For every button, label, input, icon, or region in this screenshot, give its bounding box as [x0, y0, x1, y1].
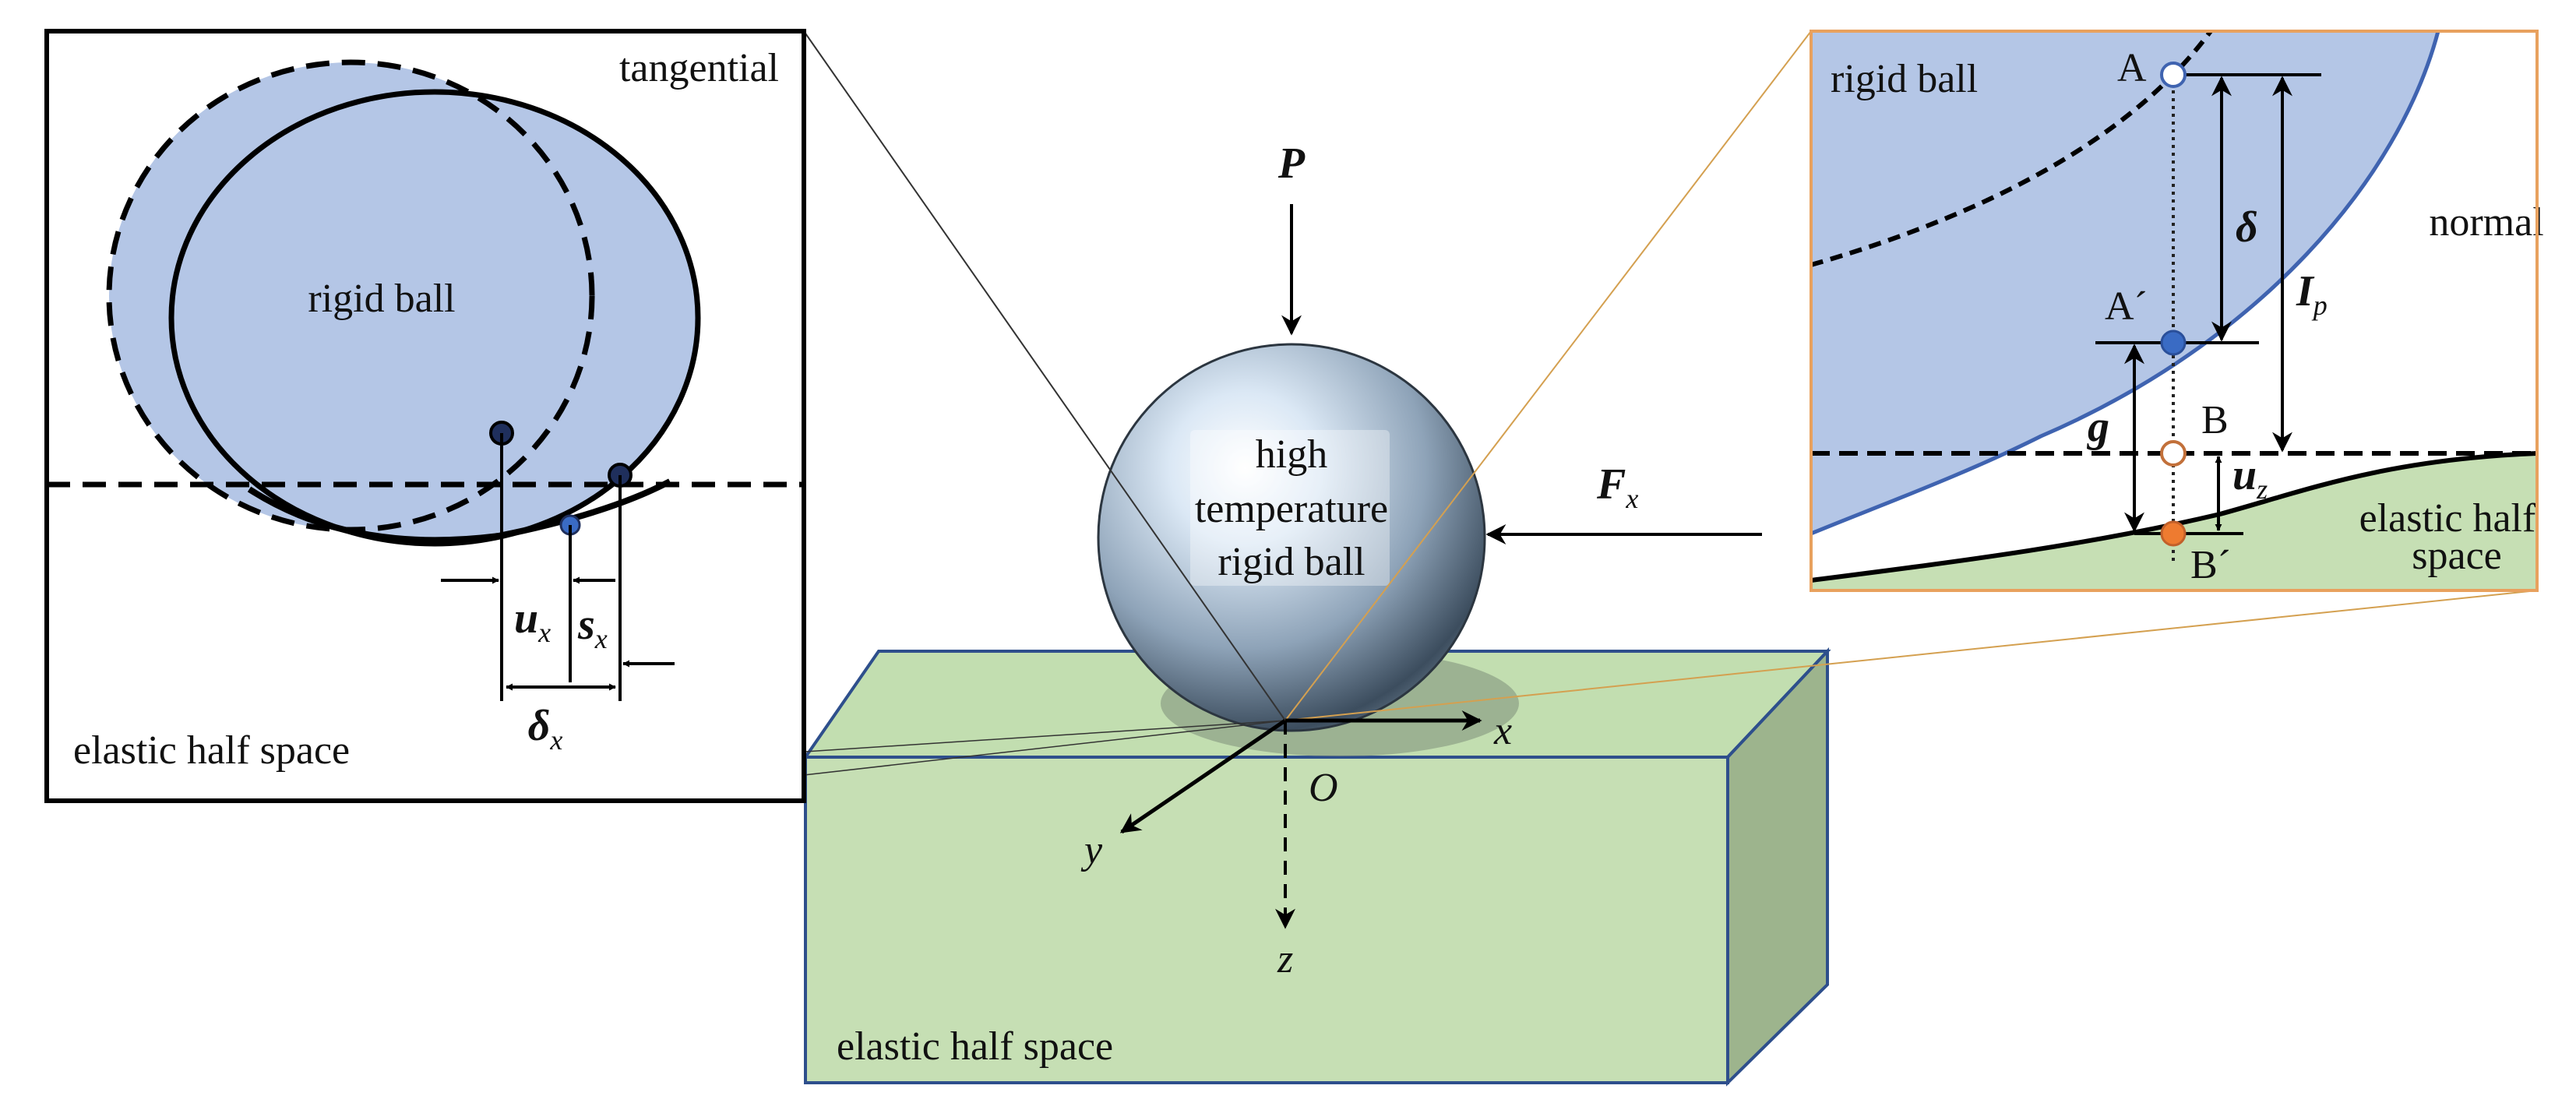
normal-g-label: g [2086, 403, 2109, 451]
elastic-half-space-block: elastic half space [802, 647, 1831, 1087]
normal-uz-label: uz [2232, 451, 2268, 505]
axis-z-label: z [1277, 937, 1293, 981]
ball-displaced [171, 92, 698, 544]
rigid-ball-3d: high temperature rigid ball [1097, 343, 1486, 732]
ux-label: ux [514, 594, 551, 648]
coordinate-axes: x y z O [1080, 709, 1512, 981]
normal-base-label-1: elastic half [2359, 496, 2536, 541]
point-b [2160, 440, 2187, 467]
load-p-arrow: P [1277, 139, 1306, 336]
load-p-label: P [1277, 139, 1306, 188]
deltax-label: δx [528, 702, 563, 756]
ball-label-line-1: high [1256, 432, 1327, 477]
normal-ball-label: rigid ball [1831, 57, 1978, 101]
connector-tangential-top [803, 30, 1286, 721]
origin-label: O [1309, 766, 1338, 810]
ball-displaced-outline [168, 89, 701, 547]
ball-label-line-3: rigid ball [1218, 540, 1365, 584]
point-a-prime-label: A´ [2105, 284, 2148, 329]
axis-x-label: x [1493, 709, 1512, 753]
point-a-prime [2160, 329, 2187, 356]
ball-sphere [1097, 343, 1486, 732]
point-b-label: B [2201, 398, 2229, 442]
point-b-prime-label: B´ [2190, 543, 2231, 587]
normal-frame-border [1810, 30, 2539, 592]
connector-normal-bottom [1284, 590, 2538, 721]
normal-base-label-2: space [2412, 534, 2501, 578]
axis-y-line [1119, 718, 1287, 834]
block-label: elastic half space [837, 1024, 1113, 1069]
sx-label: sx [577, 601, 608, 654]
tangential-base-label: elastic half space [73, 728, 350, 773]
tangential-ball-label: rigid ball [308, 277, 455, 321]
tangential-inset: tangential rigid ball elastic half space… [44, 29, 806, 803]
normal-surface-deformed [1811, 451, 2537, 583]
point-b-prime [2160, 520, 2187, 547]
point-a [2160, 62, 2187, 88]
connector-tangential-mid [803, 720, 1286, 776]
block-front-face [804, 756, 1729, 1084]
normal-delta-label: δ [2236, 203, 2258, 252]
ball-label-line-2: temperature [1195, 487, 1388, 531]
connector-normal-top [1284, 30, 1812, 721]
ball-label-bg [1190, 430, 1390, 586]
tangential-frame-border [44, 29, 806, 803]
point-a-label: A [2117, 46, 2147, 90]
axis-y-label: y [1080, 828, 1103, 872]
normal-title: normal [2429, 200, 2543, 245]
force-fx-arrow: Fx [1485, 460, 1762, 544]
normal-ip-label: Ip [2296, 267, 2328, 321]
tangential-title: tangential [619, 46, 779, 90]
normal-inset: δ Ip g uz A A´ B B´ rigid ball normal el… [1810, 30, 2544, 592]
force-fx-label: Fx [1596, 460, 1638, 514]
